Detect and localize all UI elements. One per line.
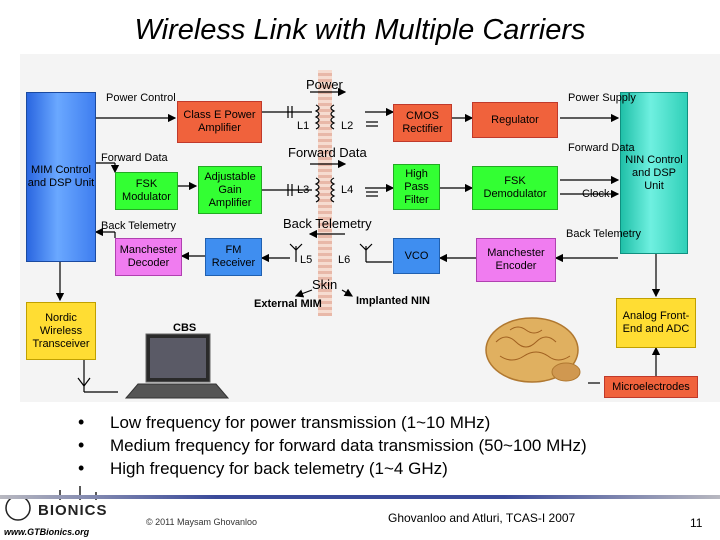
label-implanted-nin: Implanted NIN — [356, 295, 430, 307]
label-power-control: Power Control — [106, 92, 176, 104]
label-l4: L4 — [341, 184, 354, 196]
bullet-icon: • — [78, 412, 85, 432]
page-number: 11 — [690, 516, 703, 530]
bullet-icon: • — [78, 435, 85, 455]
label-forward-data-right: Forward Data — [568, 142, 635, 154]
label-forward-data-left: Forward Data — [101, 152, 168, 164]
slide-title: Wireless Link with Multiple Carriers — [134, 14, 586, 46]
fsk-modulator: FSK Modulator — [115, 172, 178, 210]
label-l1: L1 — [297, 120, 310, 132]
laptop-icon — [124, 333, 230, 399]
logo-wordmark: BIONICS — [38, 502, 108, 519]
label-back-telemetry: Back Telemetry — [283, 216, 372, 231]
manchester-decoder: Manchester Decoder — [115, 238, 182, 276]
nordic-wireless-transceiver: Nordic Wireless Transceiver — [26, 302, 96, 360]
cmos-rectifier: CMOS Rectifier — [393, 104, 452, 142]
class-e-power-amplifier: Class E Power Amplifier — [177, 101, 262, 143]
brain-icon — [485, 317, 581, 383]
analog-front-end: Analog Front-End and ADC — [616, 298, 696, 348]
high-pass-filter: High Pass Filter — [393, 164, 440, 210]
nin-control-unit: NIN Control and DSP Unit — [620, 92, 688, 254]
logo-url[interactable]: www.GTBionics.org — [4, 527, 90, 537]
label-back-telemetry-right: Back Telemetry — [566, 228, 641, 240]
footer-rule — [0, 495, 720, 499]
adjustable-gain-amplifier: Adjustable Gain Amplifier — [198, 166, 262, 214]
label-l2: L2 — [341, 120, 354, 132]
label-back-telemetry-left: Back Telemetry — [101, 220, 176, 232]
label-power-supply: Power Supply — [568, 92, 636, 104]
label-skin: Skin — [312, 277, 338, 292]
vco: VCO — [393, 238, 440, 274]
label-external-mim: External MIM — [254, 298, 322, 310]
fsk-demodulator: FSK Demodulator — [472, 166, 558, 210]
label-clock: Clock — [582, 188, 610, 200]
bullet-icon: • — [78, 458, 85, 478]
bullet-item: • High frequency for back telemetry (1~4… — [78, 458, 448, 478]
footer-copyright: © 2011 Maysam Ghovanloo — [146, 517, 258, 527]
label-cbs: CBS — [173, 322, 197, 334]
fm-receiver: FM Receiver — [205, 238, 262, 276]
label-power: Power — [306, 77, 343, 92]
microelectrodes: Microelectrodes — [604, 376, 698, 398]
regulator: Regulator — [472, 102, 558, 138]
mim-control-unit: MIM Control and DSP Unit — [26, 92, 96, 262]
label-forward-data: Forward Data — [288, 145, 367, 160]
skin-barrier — [318, 70, 332, 316]
footer-citation: Ghovanloo and Atluri, TCAS-I 2007 — [388, 511, 576, 525]
label-l3: L3 — [297, 184, 310, 196]
bullet-list: • Low frequency for power transmission (… — [78, 412, 587, 481]
bullet-item: • Low frequency for power transmission (… — [78, 412, 491, 432]
manchester-encoder: Manchester Encoder — [476, 238, 556, 282]
bullet-item: • Medium frequency for forward data tran… — [78, 435, 587, 455]
label-l6: L6 — [338, 254, 351, 266]
label-l5: L5 — [300, 254, 313, 266]
